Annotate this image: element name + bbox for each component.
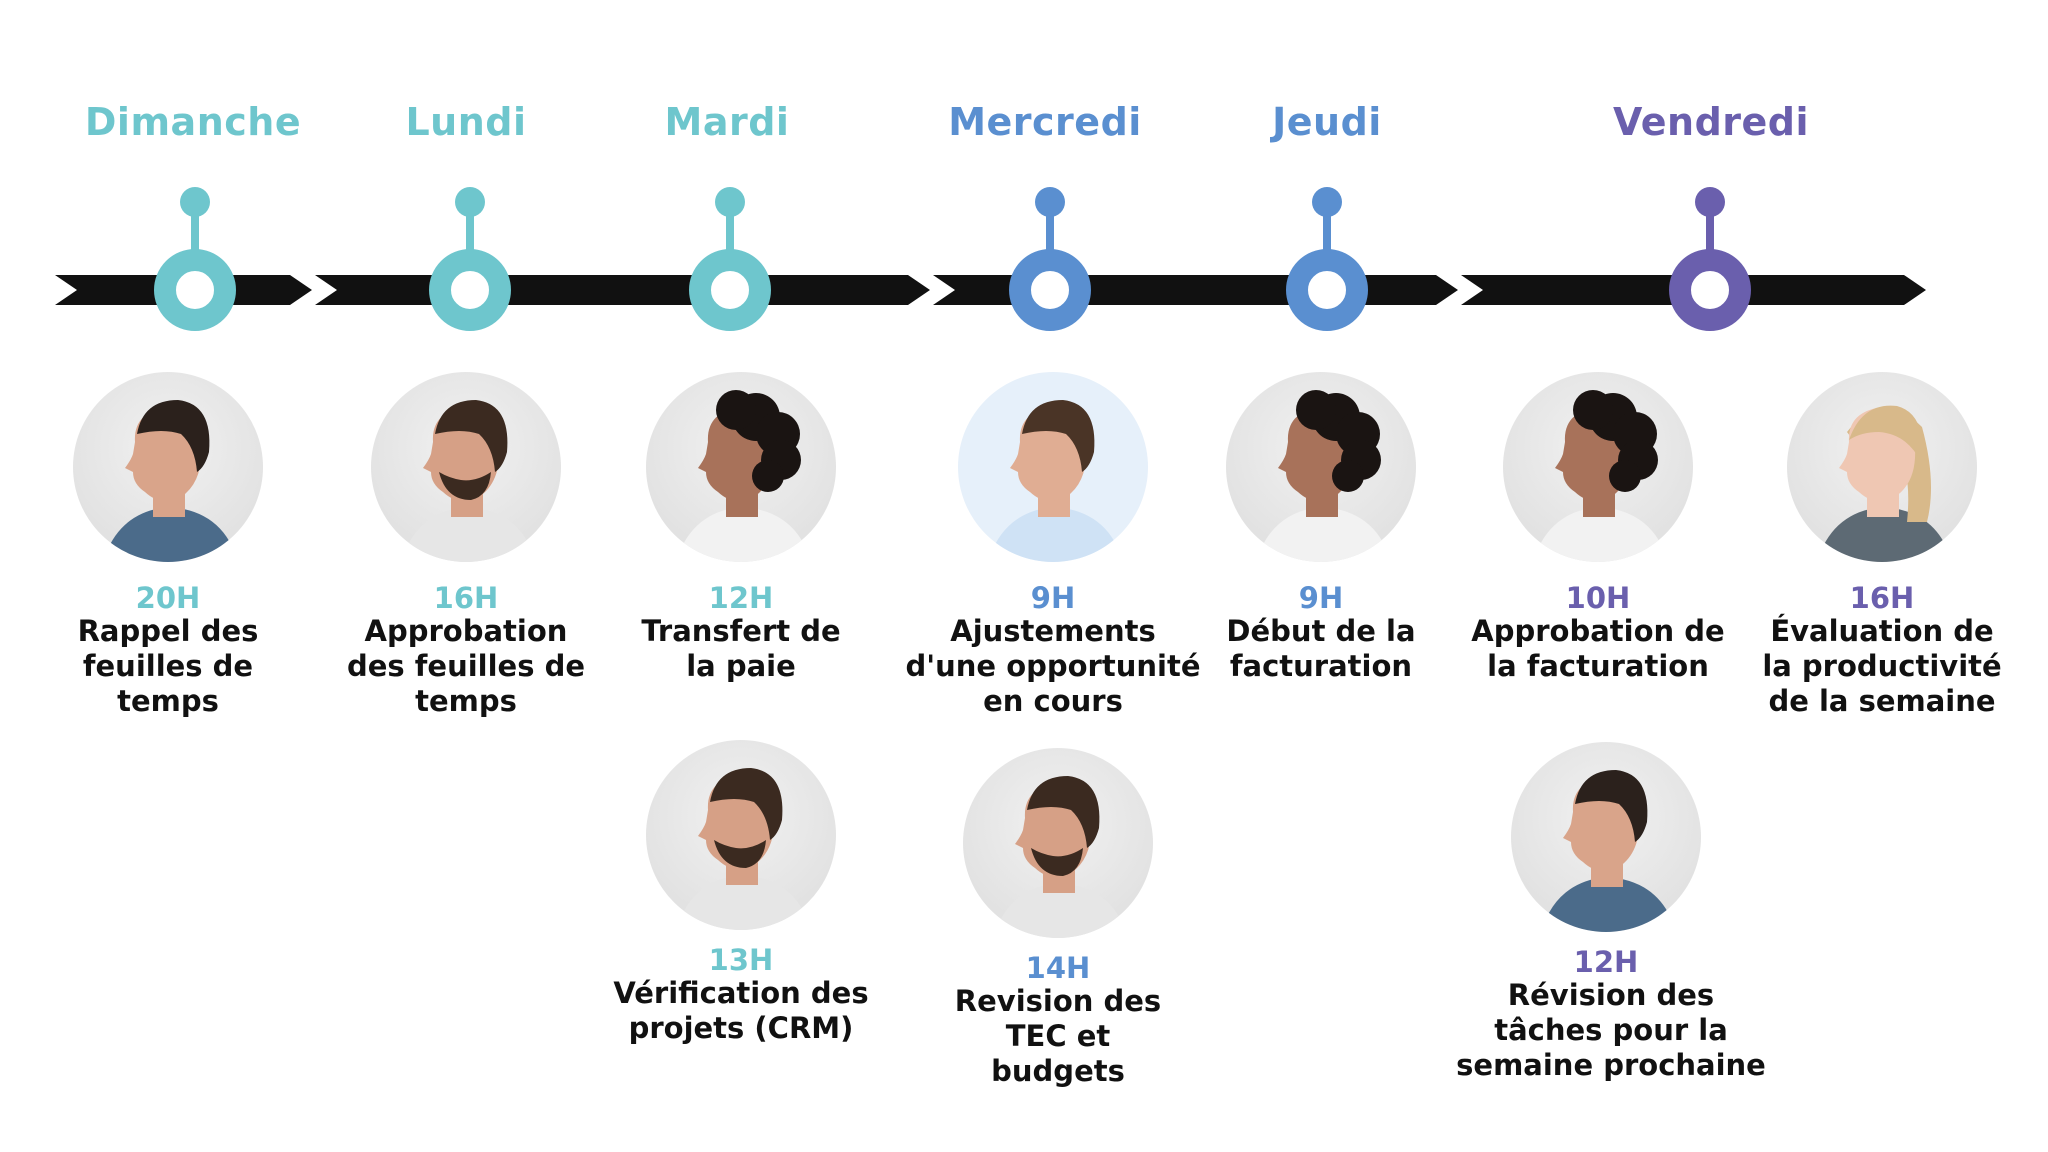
- timeline-marker-pin: [429, 187, 511, 331]
- event-title: Revision des TEC et budgets: [954, 984, 1162, 1088]
- curly-haired-woman-icon: [646, 372, 836, 562]
- event-time: 14H: [1025, 951, 1091, 985]
- event-time: 10H: [1565, 581, 1631, 615]
- event-title: Début de la facturation: [1226, 614, 1416, 683]
- man-dark-hair-smiling-icon: [73, 372, 263, 562]
- event-title: Ajustements d'une opportunité en cours: [905, 614, 1201, 718]
- event-time: 9H: [1030, 581, 1076, 615]
- day-label-mardi: Mardi: [664, 100, 790, 144]
- event-time: 16H: [433, 581, 499, 615]
- avatar-illustration: [1256, 390, 1391, 562]
- event-card: 16H Évaluation de la productivité de la …: [1732, 372, 2032, 719]
- event-card: 13H Vérification des projets (CRM): [591, 740, 891, 1046]
- avatar-illustration: [1533, 390, 1668, 562]
- avatar-illustration: [993, 776, 1128, 938]
- bearded-man-icon: [646, 740, 836, 930]
- timeline-marker-pin: [689, 187, 771, 331]
- event-time: 20H: [135, 581, 201, 615]
- event-time: 16H: [1849, 581, 1915, 615]
- timeline-markers: [154, 187, 1751, 331]
- event-time: 12H: [708, 581, 774, 615]
- event-title: Évaluation de la productivité de la sema…: [1762, 614, 2002, 718]
- day-label-lundi: Lundi: [405, 100, 527, 144]
- event-title: Rappel des feuilles de temps: [77, 614, 259, 718]
- event-card: 14H Revision des TEC et budgets: [908, 748, 1208, 1089]
- avatar-illustration: [1817, 405, 1952, 562]
- event-title: Révision des tâches pour la semaine proc…: [1456, 978, 1766, 1082]
- bearded-man-icon: [963, 748, 1153, 938]
- event-card: 16H Approbation des feuilles de temps: [316, 372, 616, 719]
- event-time: 12H: [1573, 945, 1639, 979]
- avatar-illustration: [401, 400, 536, 562]
- avatar-illustration: [103, 400, 238, 562]
- man-dark-hair-smiling-icon: [1511, 742, 1701, 932]
- avatar-illustration: [676, 768, 811, 930]
- avatar-illustration: [1541, 770, 1676, 932]
- blonde-woman-icon: [1787, 372, 1977, 562]
- event-card: 12H Révision des tâches pour la semaine …: [1456, 742, 1766, 1083]
- day-label-jeudi: Jeudi: [1272, 100, 1382, 144]
- event-title: Approbation des feuilles de temps: [347, 614, 585, 718]
- event-title: Transfert de la paie: [641, 614, 841, 683]
- avatar-illustration: [676, 390, 811, 562]
- day-label-vendredi: Vendredi: [1612, 100, 1810, 144]
- timeline-marker-pin: [1009, 187, 1091, 331]
- timeline-arrows: [55, 275, 1926, 305]
- event-card: 12H Transfert de la paie: [591, 372, 891, 684]
- event-card: 9H Ajustements d'une opportunité en cour…: [903, 372, 1203, 719]
- bearded-man-icon: [371, 372, 561, 562]
- day-label-dimanche: Dimanche: [84, 100, 302, 144]
- event-time: 13H: [708, 943, 774, 977]
- curly-haired-woman-icon: [1503, 372, 1693, 562]
- timeline-marker-pin: [1286, 187, 1368, 331]
- timeline-arrow-segment: [315, 275, 930, 305]
- event-title: Vérification des projets (CRM): [613, 976, 869, 1045]
- smiling-man-light-shirt-icon: [958, 372, 1148, 562]
- event-time: 9H: [1298, 581, 1344, 615]
- event-title: Approbation de la facturation: [1471, 614, 1725, 683]
- timeline-marker-pin: [154, 187, 236, 331]
- day-label-mercredi: Mercredi: [948, 100, 1142, 144]
- avatar-illustration: [988, 400, 1123, 562]
- event-card: 9H Début de la facturation: [1171, 372, 1471, 684]
- curly-haired-woman-icon: [1226, 372, 1416, 562]
- event-card: 10H Approbation de la facturation: [1448, 372, 1748, 684]
- event-card: 20H Rappel des feuilles de temps: [18, 372, 318, 719]
- timeline-marker-pin: [1669, 187, 1751, 331]
